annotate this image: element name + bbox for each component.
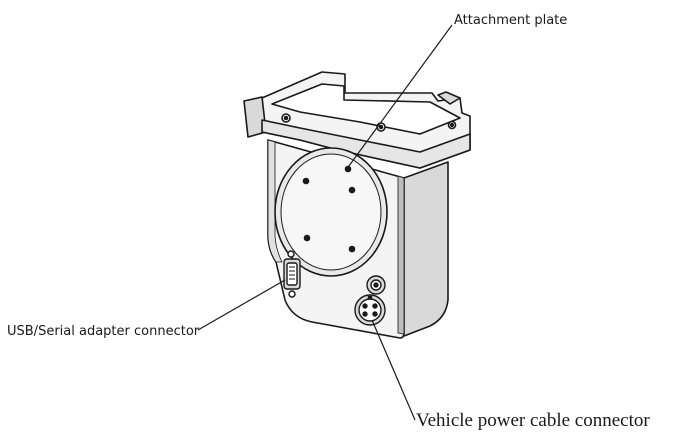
attachment-plate-label: Attachment plate bbox=[454, 13, 568, 28]
top-bracket bbox=[243, 71, 471, 169]
usb-serial-connector-label: USB/Serial adapter connector bbox=[7, 324, 200, 339]
leader-vehicle-power bbox=[371, 319, 416, 421]
leader-attachment-plate bbox=[345, 24, 453, 171]
leader-usb-serial bbox=[197, 279, 286, 331]
usb-serial-connector bbox=[283, 250, 301, 298]
vehicle-power-connector-label: Vehicle power cable connector bbox=[416, 410, 650, 431]
vehicle-power-connector bbox=[354, 294, 386, 326]
round-port bbox=[366, 275, 386, 295]
leader-lines bbox=[197, 24, 453, 421]
attachment-plate bbox=[274, 147, 388, 277]
